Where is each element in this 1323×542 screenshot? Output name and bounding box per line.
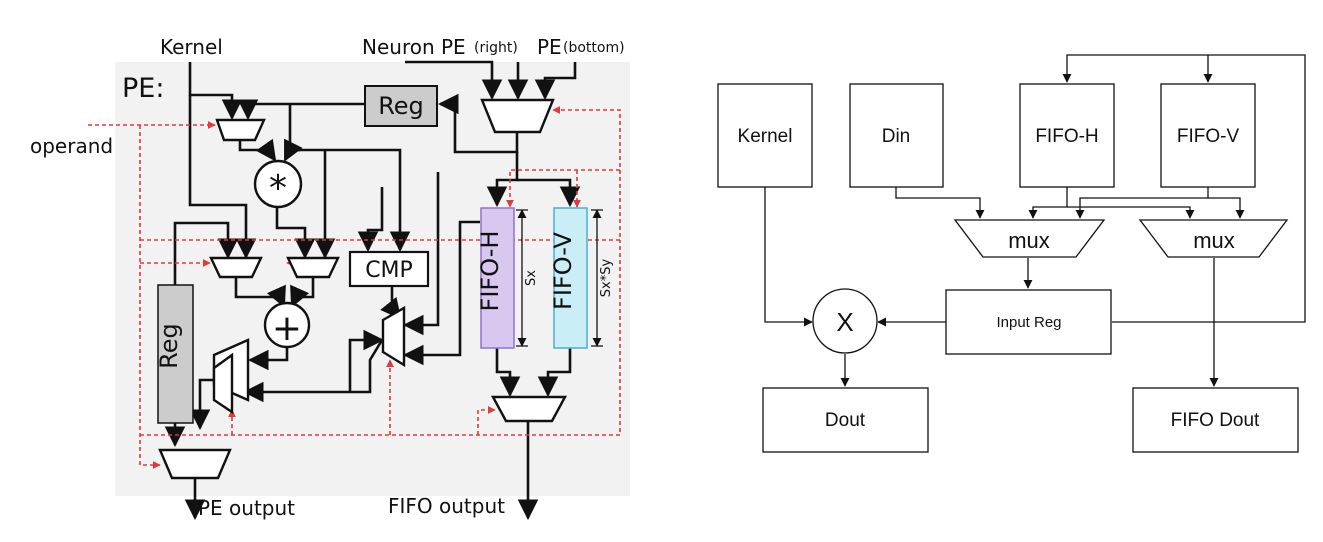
svg-text:mux: mux <box>1193 228 1235 253</box>
svg-text:Dout: Dout <box>825 410 866 431</box>
mux-cmp <box>381 305 406 368</box>
svg-text:Kernel: Kernel <box>738 126 793 147</box>
pe-bottom-label: PE <box>537 35 562 59</box>
svg-text:Reg: Reg <box>378 92 424 120</box>
mux-add-left <box>209 256 263 279</box>
svg-text:+: + <box>272 308 302 349</box>
mux-operand <box>215 118 266 142</box>
svg-text:FIFO Dout: FIFO Dout <box>1171 410 1260 431</box>
mux-big <box>212 338 250 415</box>
dout-block: Dout <box>762 387 929 453</box>
reg-top: Reg <box>364 85 438 127</box>
block-wires <box>764 54 1306 387</box>
fifo-dimension-marks: Sx Sx*Sy <box>516 209 614 347</box>
svg-text:*: * <box>269 168 287 209</box>
mux-pe-out <box>158 448 232 480</box>
svg-text:Din: Din <box>882 126 911 147</box>
svg-text:mux: mux <box>1008 228 1050 253</box>
bottom-label: (bottom) <box>563 40 625 56</box>
pe-title: PE: <box>122 73 164 104</box>
din-block: Din <box>849 83 944 188</box>
svg-text:CMP: CMP <box>365 258 413 283</box>
control-lines <box>88 106 621 469</box>
mux-neuron <box>480 98 555 134</box>
neuron-pe-label: Neuron PE <box>362 35 466 59</box>
mux-add-right <box>286 256 340 279</box>
adder-node: + <box>263 301 311 349</box>
svg-text:FIFO-H: FIFO-H <box>476 231 504 312</box>
fifo-h: FIFO-H <box>476 207 515 349</box>
kernel-block: Kernel <box>717 83 813 188</box>
mux-right-block: mux <box>1138 219 1289 258</box>
mux-fifo-out <box>490 395 568 423</box>
svg-text:X: X <box>836 307 853 337</box>
fifo-v: FIFO-V <box>549 207 588 349</box>
kernel-input-label: Kernel <box>160 35 223 59</box>
operand-label: operand <box>30 134 113 158</box>
mux-left-block: mux <box>953 219 1106 258</box>
svg-text:FIFO-V: FIFO-V <box>549 231 577 310</box>
input-reg-block: Input Reg <box>945 289 1112 355</box>
pe-diagram: PE: Kernel Neuron PE (right) PE (bottom)… <box>30 35 630 521</box>
cmp-box: CMP <box>348 250 430 288</box>
pe-output-label: PE output <box>198 496 295 520</box>
svg-text:Sx*Sy: Sx*Sy <box>599 258 614 297</box>
fifo-v-block: FIFO-V <box>1160 83 1256 188</box>
reg-side: Reg <box>155 284 194 424</box>
svg-text:Input Reg: Input Reg <box>996 314 1061 331</box>
fifo-output-label: FIFO output <box>388 494 505 518</box>
multiply-node: * <box>253 159 303 209</box>
block-diagram: Kernel Din FIFO-H FIFO-V mux mux Input R… <box>717 54 1306 453</box>
svg-text:FIFO-H: FIFO-H <box>1035 126 1098 147</box>
svg-text:Sx: Sx <box>524 270 539 286</box>
multiply-block: X <box>812 288 878 354</box>
svg-text:FIFO-V: FIFO-V <box>1177 126 1240 147</box>
svg-text:Reg: Reg <box>155 323 183 369</box>
fifo-dout-block: FIFO Dout <box>1132 387 1299 453</box>
right-label: (right) <box>474 40 518 56</box>
fifo-h-block: FIFO-H <box>1019 83 1115 188</box>
